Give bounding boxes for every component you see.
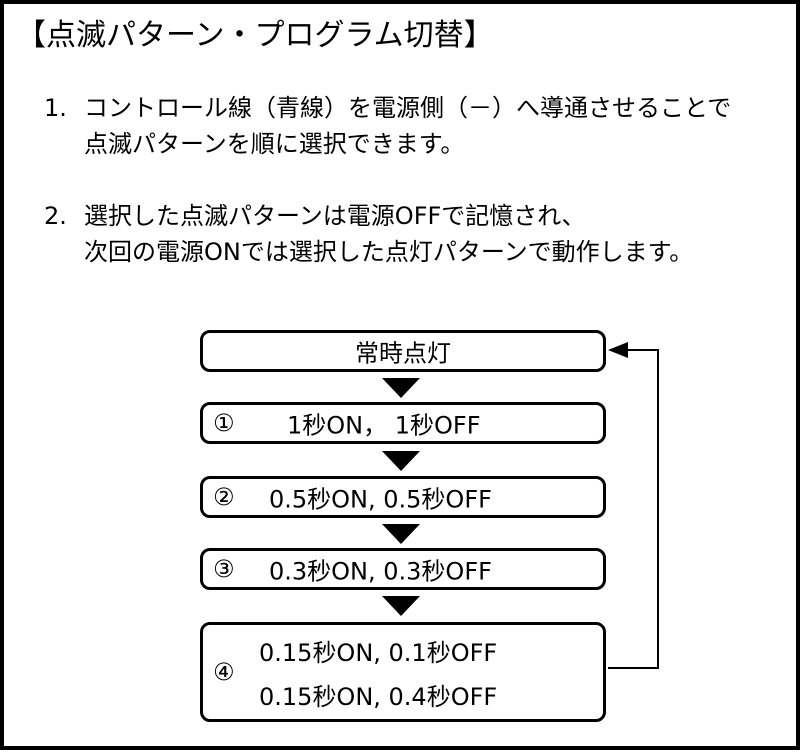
flow-step-2-label: 0.5秒ON, 0.5秒OFF [269,485,492,514]
flow-step-2-box: ② 0.5秒ON, 0.5秒OFF [200,476,606,518]
flow-return-arrow-icon [608,342,659,669]
flow-step-1-box: ① 1秒ON， 1秒OFF [200,402,606,444]
flow-step-4-number: ④ [213,658,235,686]
instruction-1-line-1: 1. コントロール線（青線）を電源側（－）へ導通させることで [44,90,731,126]
flow-step-4-label-2: 0.15秒ON, 0.4秒OFF [259,683,498,711]
instruction-1-text-1: コントロール線（青線）を電源側（－）へ導通させることで [84,94,732,122]
instruction-2: 2. 選択した点滅パターンは電源OFFで記憶され、 次回の電源ONでは選択した点灯… [44,198,693,270]
flow-start-label: 常時点灯 [355,339,451,368]
instruction-1-number: 1. [44,94,67,122]
flow-arrow-down-icon [382,596,420,616]
flow-step-4-label-1: 0.15秒ON, 0.1秒OFF [259,639,498,667]
page-title: 【点滅パターン・プログラム切替】 [16,18,494,53]
flow-return-line [608,349,659,669]
instruction-2-line-1: 2. 選択した点滅パターンは電源OFFで記憶され、 [44,198,693,234]
instruction-2-text-2: 次回の電源ONでは選択した点灯パターンで動作します。 [84,238,694,266]
instruction-2-text-1: 選択した点滅パターンは電源OFFで記憶され、 [84,202,586,230]
instruction-2-number: 2. [44,202,67,230]
flow-step-2-number: ② [213,483,235,511]
flow-arrow-down-icon [382,451,420,471]
flow-arrow-down-icon [382,378,420,398]
flow-arrow-down-icon [382,524,420,544]
flow-step-3-number: ③ [213,555,235,583]
flow-return-arrowhead-icon [608,342,628,358]
flow-step-3-box: ③ 0.3秒ON, 0.3秒OFF [200,548,606,590]
flow-step-3-label: 0.3秒ON, 0.3秒OFF [269,557,492,586]
instruction-1: 1. コントロール線（青線）を電源側（－）へ導通させることで 点滅パターンを順に選… [44,90,731,162]
flow-step-1-number: ① [213,409,235,437]
flow-start-box: 常時点灯 [200,330,606,372]
flow-step-1-label: 1秒ON， 1秒OFF [287,411,481,440]
instruction-1-text-2: 点滅パターンを順に選択できます。 [84,130,465,158]
flow-step-4-box: ④ 0.15秒ON, 0.1秒OFF 0.15秒ON, 0.4秒OFF [200,622,606,722]
